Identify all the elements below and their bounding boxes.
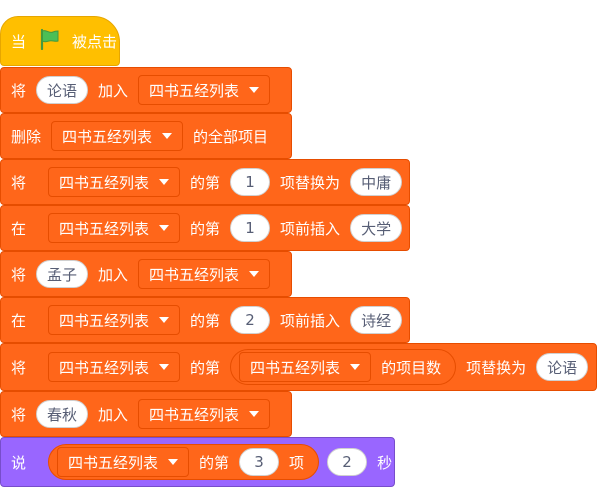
insert-item-block-2[interactable]: 在 四书五经列表 的第 2 项前插入 诗经 [0,297,410,343]
item-input[interactable]: 孟子 [36,260,89,288]
list-dropdown-label: 四书五经列表 [149,81,240,100]
list-dropdown-label: 四书五经列表 [59,311,150,330]
list-dropdown-label: 四书五经列表 [59,358,150,377]
list-dropdown-label: 四书五经列表 [59,219,150,238]
verb-label: 将 [11,265,27,284]
delete-all-block[interactable]: 删除 四书五经列表 的全部项目 [0,113,292,159]
when-flag-clicked-block[interactable]: 当 被点击 [0,16,120,66]
list-dropdown-label: 四书五经列表 [59,173,150,192]
item-of-list-reporter[interactable]: 四书五经列表 的第 3 项 [48,444,320,480]
value-input[interactable]: 诗经 [350,306,403,334]
action-label: 加入 [98,405,129,424]
verb-label: 将 [11,358,27,377]
list-dropdown[interactable]: 四书五经列表 [51,121,184,151]
action-label: 项替换为 [280,173,341,192]
verb-label: 将 [11,405,27,424]
action-label: 项替换为 [466,358,527,377]
length-label: 的项目数 [381,358,442,377]
verb-label: 删除 [11,127,42,146]
length-of-list-reporter[interactable]: 四书五经列表 的项目数 [230,349,457,385]
dropdown-caret-icon [168,459,179,465]
value-input[interactable]: 论语 [536,353,589,381]
item-input[interactable]: 春秋 [36,400,89,428]
list-dropdown[interactable]: 四书五经列表 [239,352,372,382]
dropdown-caret-icon [162,133,173,139]
action-label: 加入 [98,265,129,284]
add-item-block-1[interactable]: 将 论语 加入 四书五经列表 [0,67,292,113]
item-input[interactable]: 论语 [36,76,89,104]
index-input[interactable]: 3 [239,448,280,476]
when-label: 当 [11,32,27,51]
list-dropdown-label: 四书五经列表 [250,358,341,377]
of-label: 的第 [199,453,230,472]
index-input[interactable]: 1 [230,168,271,196]
value-input[interactable]: 中庸 [350,168,403,196]
suffix-label: 的全部项目 [193,127,269,146]
dropdown-caret-icon [249,87,260,93]
item-unit-label: 项 [289,453,305,472]
add-item-block-3[interactable]: 将 春秋 加入 四书五经列表 [0,391,292,437]
verb-label: 在 [11,311,27,330]
list-dropdown-label: 四书五经列表 [68,453,159,472]
dropdown-caret-icon [350,364,361,370]
dropdown-caret-icon [159,317,170,323]
action-label: 加入 [98,81,129,100]
seconds-input[interactable]: 2 [327,448,368,476]
list-dropdown-label: 四书五经列表 [149,405,240,424]
list-dropdown[interactable]: 四书五经列表 [48,305,181,335]
list-dropdown[interactable]: 四书五经列表 [138,399,271,429]
replace-item-block-2[interactable]: 将 四书五经列表 的第 四书五经列表 的项目数 项替换为 论语 [0,343,597,391]
of-label: 的第 [190,311,221,330]
clicked-label: 被点击 [72,32,118,51]
list-dropdown[interactable]: 四书五经列表 [138,259,271,289]
say-for-secs-block[interactable]: 说 四书五经列表 的第 3 项 2 秒 [0,437,395,487]
of-label: 的第 [190,219,221,238]
of-label: 的第 [190,173,221,192]
add-item-block-2[interactable]: 将 孟子 加入 四书五经列表 [0,251,292,297]
list-dropdown-label: 四书五经列表 [149,265,240,284]
green-flag-icon [38,28,60,54]
list-dropdown-label: 四书五经列表 [62,127,153,146]
list-dropdown[interactable]: 四书五经列表 [138,75,271,105]
verb-label: 在 [11,219,27,238]
dropdown-caret-icon [249,411,260,417]
insert-item-block-1[interactable]: 在 四书五经列表 的第 1 项前插入 大学 [0,205,410,251]
of-label: 的第 [190,358,221,377]
value-input[interactable]: 大学 [350,214,403,242]
action-label: 项前插入 [280,219,341,238]
list-dropdown[interactable]: 四书五经列表 [48,167,181,197]
verb-label: 将 [11,173,27,192]
verb-label: 将 [11,81,27,100]
dropdown-caret-icon [249,271,260,277]
dropdown-caret-icon [159,364,170,370]
list-dropdown[interactable]: 四书五经列表 [48,352,181,382]
list-dropdown[interactable]: 四书五经列表 [57,447,190,477]
seconds-unit-label: 秒 [377,453,393,472]
verb-label: 说 [11,453,27,472]
index-input[interactable]: 1 [230,214,271,242]
replace-item-block-1[interactable]: 将 四书五经列表 的第 1 项替换为 中庸 [0,159,410,205]
dropdown-caret-icon [159,225,170,231]
action-label: 项前插入 [280,311,341,330]
list-dropdown[interactable]: 四书五经列表 [48,213,181,243]
index-input[interactable]: 2 [230,306,271,334]
dropdown-caret-icon [159,179,170,185]
